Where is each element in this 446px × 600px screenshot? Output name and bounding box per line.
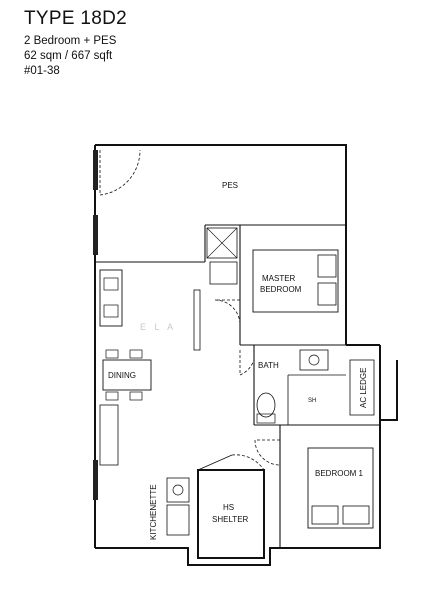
master-bedroom: MASTER BEDROOM: [206, 225, 346, 346]
outer-walls: [94, 144, 398, 566]
master-bedroom-label-2: BEDROOM: [260, 285, 302, 294]
bath-label: BATH: [258, 361, 279, 370]
ac-ledge: AC LEDGE: [349, 359, 375, 416]
bedroom-1-label: BEDROOM 1: [315, 469, 364, 478]
hs-label-1: HS: [223, 503, 234, 512]
pes-label: PES: [222, 181, 238, 190]
master-bedroom-label-1: MASTER: [262, 274, 296, 283]
dining-label: DINING: [108, 371, 136, 380]
bedroom-1: BEDROOM 1: [254, 424, 380, 548]
dining-area: DINING: [99, 269, 201, 401]
hs-shelter: HS SHELTER: [197, 454, 265, 559]
kitchenette-label: KITCHENETTE: [149, 484, 158, 540]
ac-ledge-label: AC LEDGE: [359, 368, 368, 408]
watermark: E L A: [140, 322, 176, 332]
bath-room: BATH SH: [239, 345, 346, 426]
unit-layout: 2 Bedroom + PES: [24, 35, 117, 47]
kitchenette: KITCHENETTE: [93, 404, 190, 540]
pes-area: PES: [93, 149, 346, 263]
unit-number: #01-38: [24, 65, 60, 77]
unit-area: 62 sqm / 667 sqft: [24, 50, 113, 62]
hs-label-2: SHELTER: [212, 515, 249, 524]
shower-label: SH: [308, 398, 316, 404]
page-title: TYPE 18D2: [24, 8, 128, 29]
